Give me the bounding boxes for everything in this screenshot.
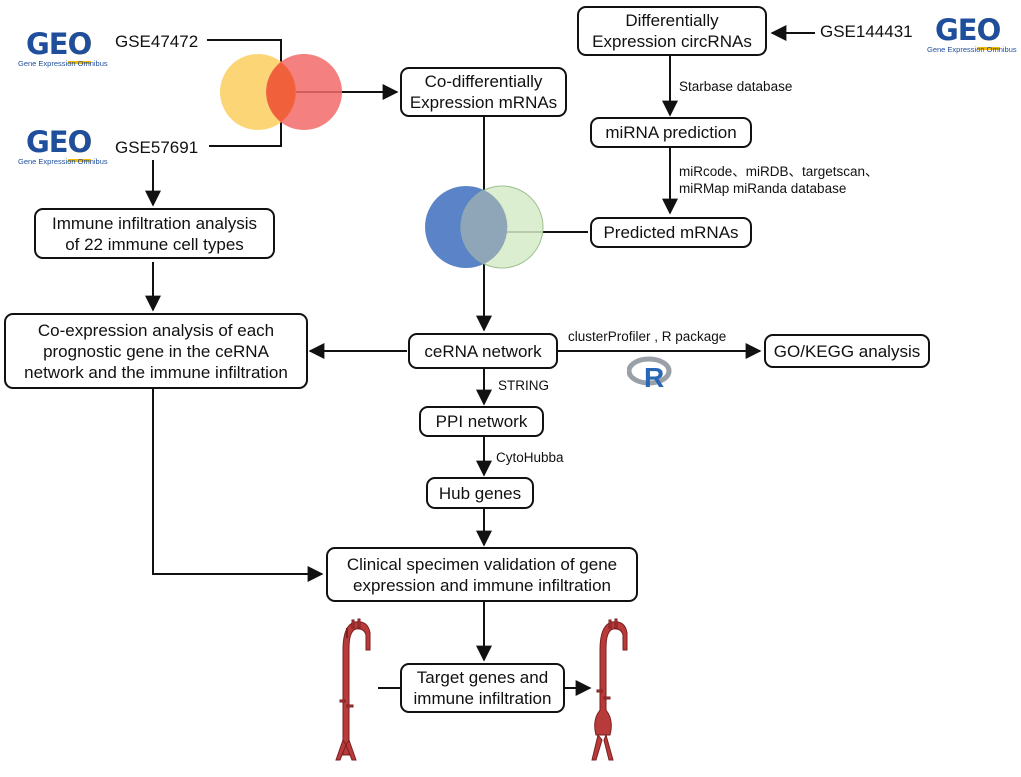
- co-diff-line2: Expression mRNAs: [409, 93, 558, 112]
- clinical-line1: Clinical specimen validation of gene: [346, 554, 618, 574]
- diseased-aorta-icon: [591, 618, 628, 761]
- co-expression-box: Co-expression analysis of each prognosti…: [4, 313, 308, 389]
- mirdb-annotation-line1: miRcode、miRDB、targetscan、: [679, 164, 879, 179]
- diff-circrnas-box: Differentially Expression circRNAs: [577, 6, 767, 56]
- geo-logo-subtitle: Gene Expression Omnibus: [927, 45, 1017, 54]
- dataset-gse57691: GSE57691: [115, 138, 199, 157]
- cytohubba-annotation: CytoHubba: [496, 450, 564, 465]
- geo-logo-1: GEO Gene Expression Omnibus: [18, 27, 108, 72]
- target-line1: Target genes and: [416, 668, 549, 687]
- co-diff-mrnas-box: Co-differentially Expression mRNAs: [400, 67, 567, 117]
- cerna-label: ceRNA network: [424, 341, 542, 361]
- geo-logo-subtitle: Gene Expression Omnibus: [18, 59, 108, 68]
- mirna-prediction-box: miRNA prediction: [590, 117, 752, 148]
- geo-logo-2: GEO Gene Expression Omnibus: [18, 125, 108, 170]
- diff-circrnas-line1: Differentially: [625, 11, 719, 30]
- geo-logo-mark: GEO: [935, 13, 1001, 50]
- coexp-to-clinical-arrow: [152, 389, 324, 582]
- co-diff-line1: Co-differentially: [424, 72, 543, 91]
- coexp-line1: Co-expression analysis of each: [37, 320, 275, 340]
- clusterprofiler-annotation: clusterProfiler , R package: [568, 329, 727, 344]
- dataset-gse47472: GSE47472: [115, 32, 199, 51]
- clinical-validation-box: Clinical specimen validation of gene exp…: [326, 547, 638, 602]
- coexp-line2: prognostic gene in the ceRNA: [43, 341, 269, 361]
- starbase-annotation: Starbase database: [679, 79, 793, 94]
- hub-genes-box: Hub genes: [426, 477, 534, 509]
- geo-logo-3: GEO Gene Expression Omnibus: [927, 13, 1017, 58]
- venn2-overlap: [460, 190, 508, 264]
- geo-logo-mark: GEO: [26, 125, 92, 162]
- clinical-line2: expression and immune infiltration: [353, 575, 611, 595]
- ppi-label: PPI network: [435, 412, 528, 431]
- immune-line2: of 22 immune cell types: [65, 234, 244, 254]
- geo-logo-mark: GEO: [26, 27, 92, 64]
- immune-infiltration-box: Immune infiltration analysis of 22 immun…: [34, 208, 275, 259]
- diff-circrnas-line2: Expression circRNAs: [592, 32, 752, 51]
- go-kegg-label: GO/KEGG analysis: [773, 341, 921, 361]
- target-line2: immune infiltration: [413, 689, 552, 708]
- string-annotation: STRING: [498, 378, 550, 393]
- venn-diagram-mrna: [425, 185, 544, 269]
- immune-line1: Immune infiltration analysis: [51, 213, 258, 233]
- mirdb-annotation-line2: miRMap miRanda database: [679, 181, 847, 196]
- geo-logo-subtitle: Gene Expression Omnibus: [18, 157, 108, 166]
- r-logo-letter: R: [644, 362, 664, 390]
- venn1-overlap: [266, 62, 296, 122]
- coexp-line3: network and the immune infiltration: [24, 362, 288, 382]
- go-kegg-box: GO/KEGG analysis: [764, 334, 930, 368]
- dataset-gse144431: GSE144431: [820, 22, 913, 41]
- mirna-prediction-label: miRNA prediction: [605, 123, 737, 142]
- target-genes-box: Target genes and immune infiltration: [400, 663, 565, 713]
- predicted-mrnas-box: Predicted mRNAs: [590, 217, 752, 248]
- hub-label: Hub genes: [438, 483, 522, 503]
- ppi-network-box: PPI network: [419, 406, 544, 437]
- cerna-network-box: ceRNA network: [408, 333, 558, 369]
- venn-diagram-gse: [220, 54, 342, 130]
- predicted-mrnas-label: Predicted mRNAs: [603, 223, 739, 242]
- r-logo-icon: R: [627, 356, 672, 390]
- healthy-aorta-icon: [335, 618, 371, 761]
